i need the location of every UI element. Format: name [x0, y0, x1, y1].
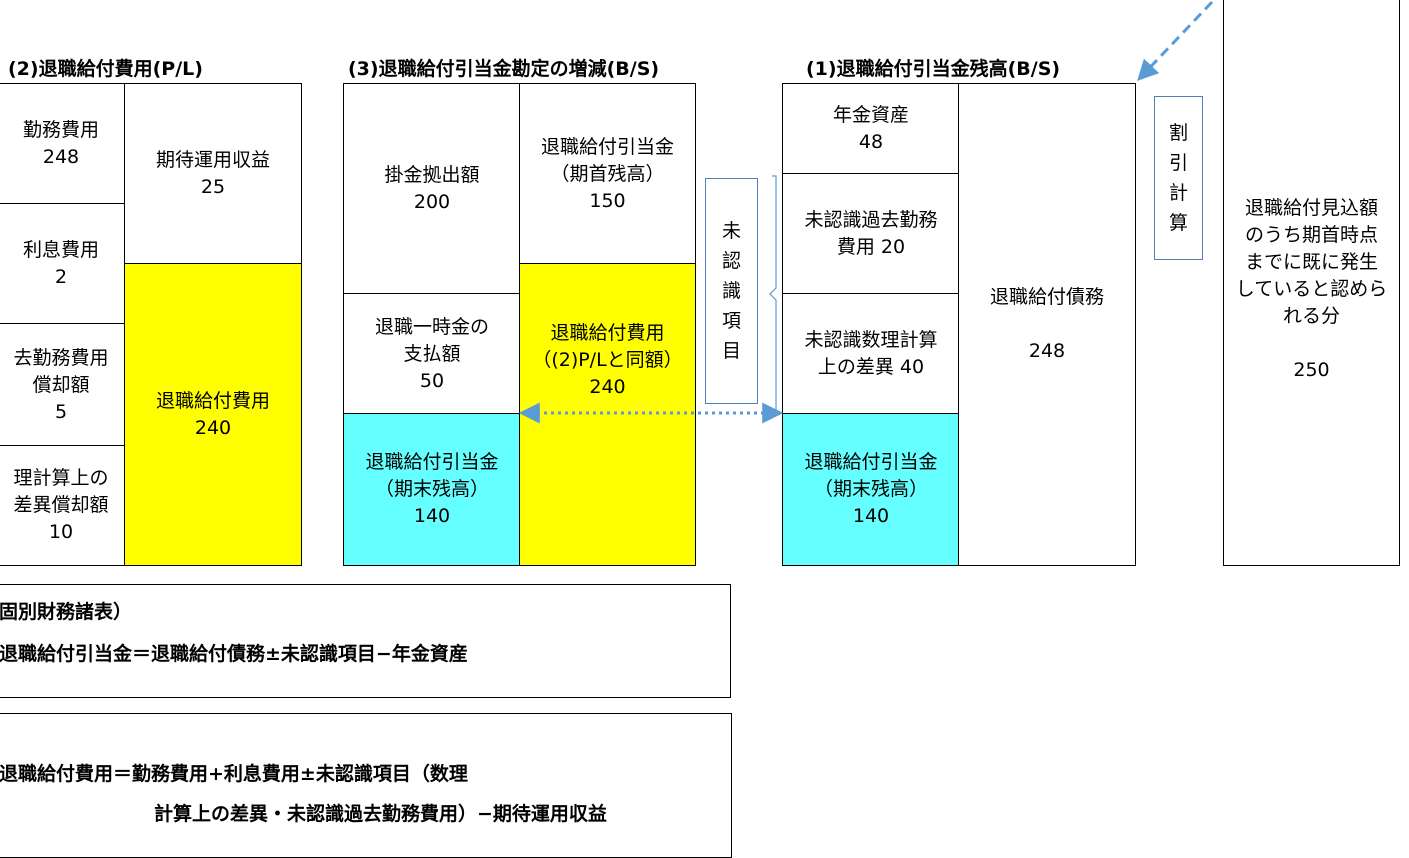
- formula-box-allowance: 固別財務諸表） 退職給付引当金＝退職給付債務±未認識項目−年金資産: [0, 584, 731, 698]
- pl-title: (2)退職給付費用(P/L): [8, 58, 203, 80]
- formula-box-expense: 退職給付費用＝勤務費用+利息費用±未認識項目（数理 計算上の差異・未認識過去勤務…: [0, 713, 732, 858]
- pl-retirement-expense: 退職給付費用 240: [124, 263, 302, 566]
- pl-interest-cost: 利息費用 2: [0, 203, 126, 325]
- projected-benefit-box: 退職給付見込額 のうち期首時点 までに既に発生 していると認めら れる分 250: [1223, 0, 1400, 566]
- pl-actuarial-amortization: 理計算上の 差異償却額 10: [0, 445, 126, 566]
- change-beginning-balance: 退職給付引当金 （期首残高） 150: [519, 83, 696, 265]
- formula-heading: 固別財務諸表）: [0, 601, 133, 623]
- balance-obligation: 退職給付債務 248: [958, 83, 1136, 566]
- discount-calculation-label: 割 引 計 算: [1154, 96, 1203, 260]
- change-contribution: 掛金拠出額 200: [343, 83, 521, 295]
- formula-allowance: 退職給付引当金＝退職給付債務±未認識項目−年金資産: [0, 643, 468, 665]
- pl-expected-return: 期待運用収益 25: [124, 83, 302, 265]
- pl-past-service-amortization: 去勤務費用 償却額 5: [0, 323, 126, 447]
- change-title: (3)退職給付引当金勘定の増減(B/S): [348, 58, 660, 80]
- pl-service-cost: 勤務費用 248: [0, 83, 126, 205]
- projected-to-balance-arrow: [1137, 0, 1214, 82]
- formula-expense-line2: 計算上の差異・未認識過去勤務費用）−期待運用収益: [154, 803, 607, 825]
- balance-unrecognized-actuarial: 未認識数理計算 上の差異 40: [782, 293, 960, 415]
- balance-ending: 退職給付引当金 （期末残高） 140: [782, 413, 960, 566]
- unrecognized-items-label: 未 認 識 項 目: [705, 178, 758, 404]
- balance-unrecognized-past-service: 未認識過去勤務 費用 20: [782, 173, 960, 295]
- balance-plan-assets: 年金資産 48: [782, 83, 960, 175]
- change-ending-balance: 退職給付引当金 （期末残高） 140: [343, 413, 521, 566]
- balance-title: (1)退職給付引当金残高(B/S): [806, 58, 1061, 80]
- change-lump-sum: 退職一時金の 支払額 50: [343, 293, 521, 415]
- unrecognized-brace: [769, 175, 777, 413]
- change-expense-same-as-pl: 退職給付費用 （(2)P/Lと同額） 240: [519, 263, 696, 566]
- formula-expense-line1: 退職給付費用＝勤務費用+利息費用±未認識項目（数理: [0, 763, 468, 785]
